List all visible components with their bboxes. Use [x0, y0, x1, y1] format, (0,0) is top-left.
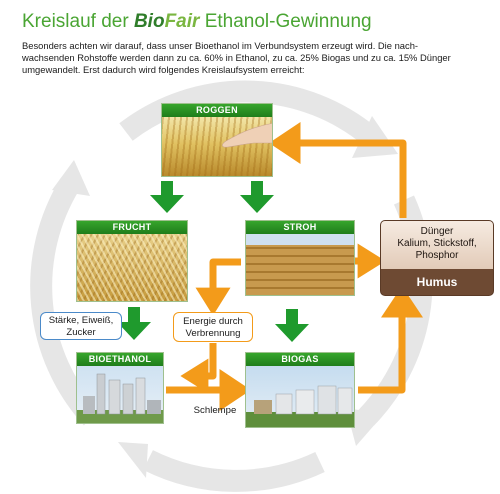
humus-label: Humus: [416, 275, 458, 289]
cycle-arc-top: [119, 80, 380, 147]
biogas-plant-image: [246, 366, 354, 427]
node-stroh: STROH: [245, 220, 355, 296]
straw-bales-image: [246, 234, 354, 295]
intro-line: Besonders achten wir darauf, dass unser …: [22, 40, 419, 51]
title-prefix: Kreislauf der: [22, 11, 134, 32]
cycle-ring-arrowheads: [52, 116, 398, 478]
title-suffix: Ethanol-Gewinnung: [199, 11, 372, 32]
cycle-arc-left: [30, 178, 101, 426]
biogas-tanks-icon: [246, 385, 354, 427]
arrow-energie-to-bioethanol: [180, 343, 217, 394]
ethanol-plant-image: [77, 366, 163, 423]
node-biogas-title: BIOGAS: [246, 353, 354, 366]
hand-icon: [222, 123, 272, 148]
cycle-arrowhead-bottom: [118, 442, 148, 478]
note-staerke-line: Zucker: [66, 327, 96, 338]
note-energie-verbrennung: Energie durch Verbrennung: [173, 312, 253, 342]
cycle-arc-bottom: [143, 450, 325, 492]
cycle-arrowhead-left: [52, 160, 90, 196]
note-energie-line: Verbrennung: [185, 328, 241, 339]
node-roggen-title: ROGGEN: [162, 104, 272, 117]
node-bioethanol: BIOETHANOL: [76, 352, 164, 424]
arrow-stroh-to-energie: [195, 258, 241, 316]
duenger-text: Dünger Kalium, Stickstoff, Phosphor: [381, 221, 493, 269]
grain-ears-image: [77, 234, 187, 301]
note-staerke-line: Stärke, Eiweiß,: [48, 315, 114, 326]
cycle-arrowhead-right: [346, 408, 384, 446]
node-frucht-title: FRUCHT: [77, 221, 187, 234]
cycle-arrowhead-top: [352, 116, 398, 158]
page-title: Kreislauf der BioFair Ethanol-Gewinnung: [22, 8, 492, 36]
schlempe-label: Schlempe: [193, 405, 237, 416]
rye-field-image: [162, 117, 272, 176]
node-stroh-title: STROH: [246, 221, 354, 234]
intro-line: wachsenden Rohstoffe werden dann zu ca. …: [22, 52, 451, 63]
duenger-line: Dünger: [420, 226, 454, 237]
arrow-roggen-to-stroh: [240, 181, 274, 213]
node-frucht: FRUCHT: [76, 220, 188, 302]
node-biogas: BIOGAS: [245, 352, 355, 428]
arrow-stroh-to-biogas: [275, 309, 309, 342]
arrow-frucht-to-bioethanol: [117, 307, 151, 340]
node-bioethanol-title: BIOETHANOL: [77, 353, 163, 366]
arrow-duenger-to-roggen: [269, 122, 407, 218]
duenger-line: Kalium, Stickstoff,: [397, 238, 477, 249]
arrow-biogas-to-duenger: [358, 286, 423, 394]
duenger-humus-box: Dünger Kalium, Stickstoff, Phosphor Humu…: [380, 220, 494, 296]
node-roggen: ROGGEN: [161, 103, 273, 177]
intro-line: umgewandelt. Erst dadurch wird folgendes…: [22, 64, 305, 75]
arrow-roggen-to-frucht: [150, 181, 184, 213]
brand-logo-bio: Bio: [133, 11, 165, 32]
intro-text: Besonders achten wir darauf, dass unser …: [22, 40, 462, 76]
duenger-line: Phosphor: [415, 250, 459, 261]
ethanol-tanks-icon: [77, 373, 163, 423]
note-energie-line: Energie durch: [183, 316, 243, 327]
note-staerke-eiweiss-zucker: Stärke, Eiweiß, Zucker: [40, 312, 122, 340]
brand-logo-fair: Fair: [164, 11, 200, 32]
